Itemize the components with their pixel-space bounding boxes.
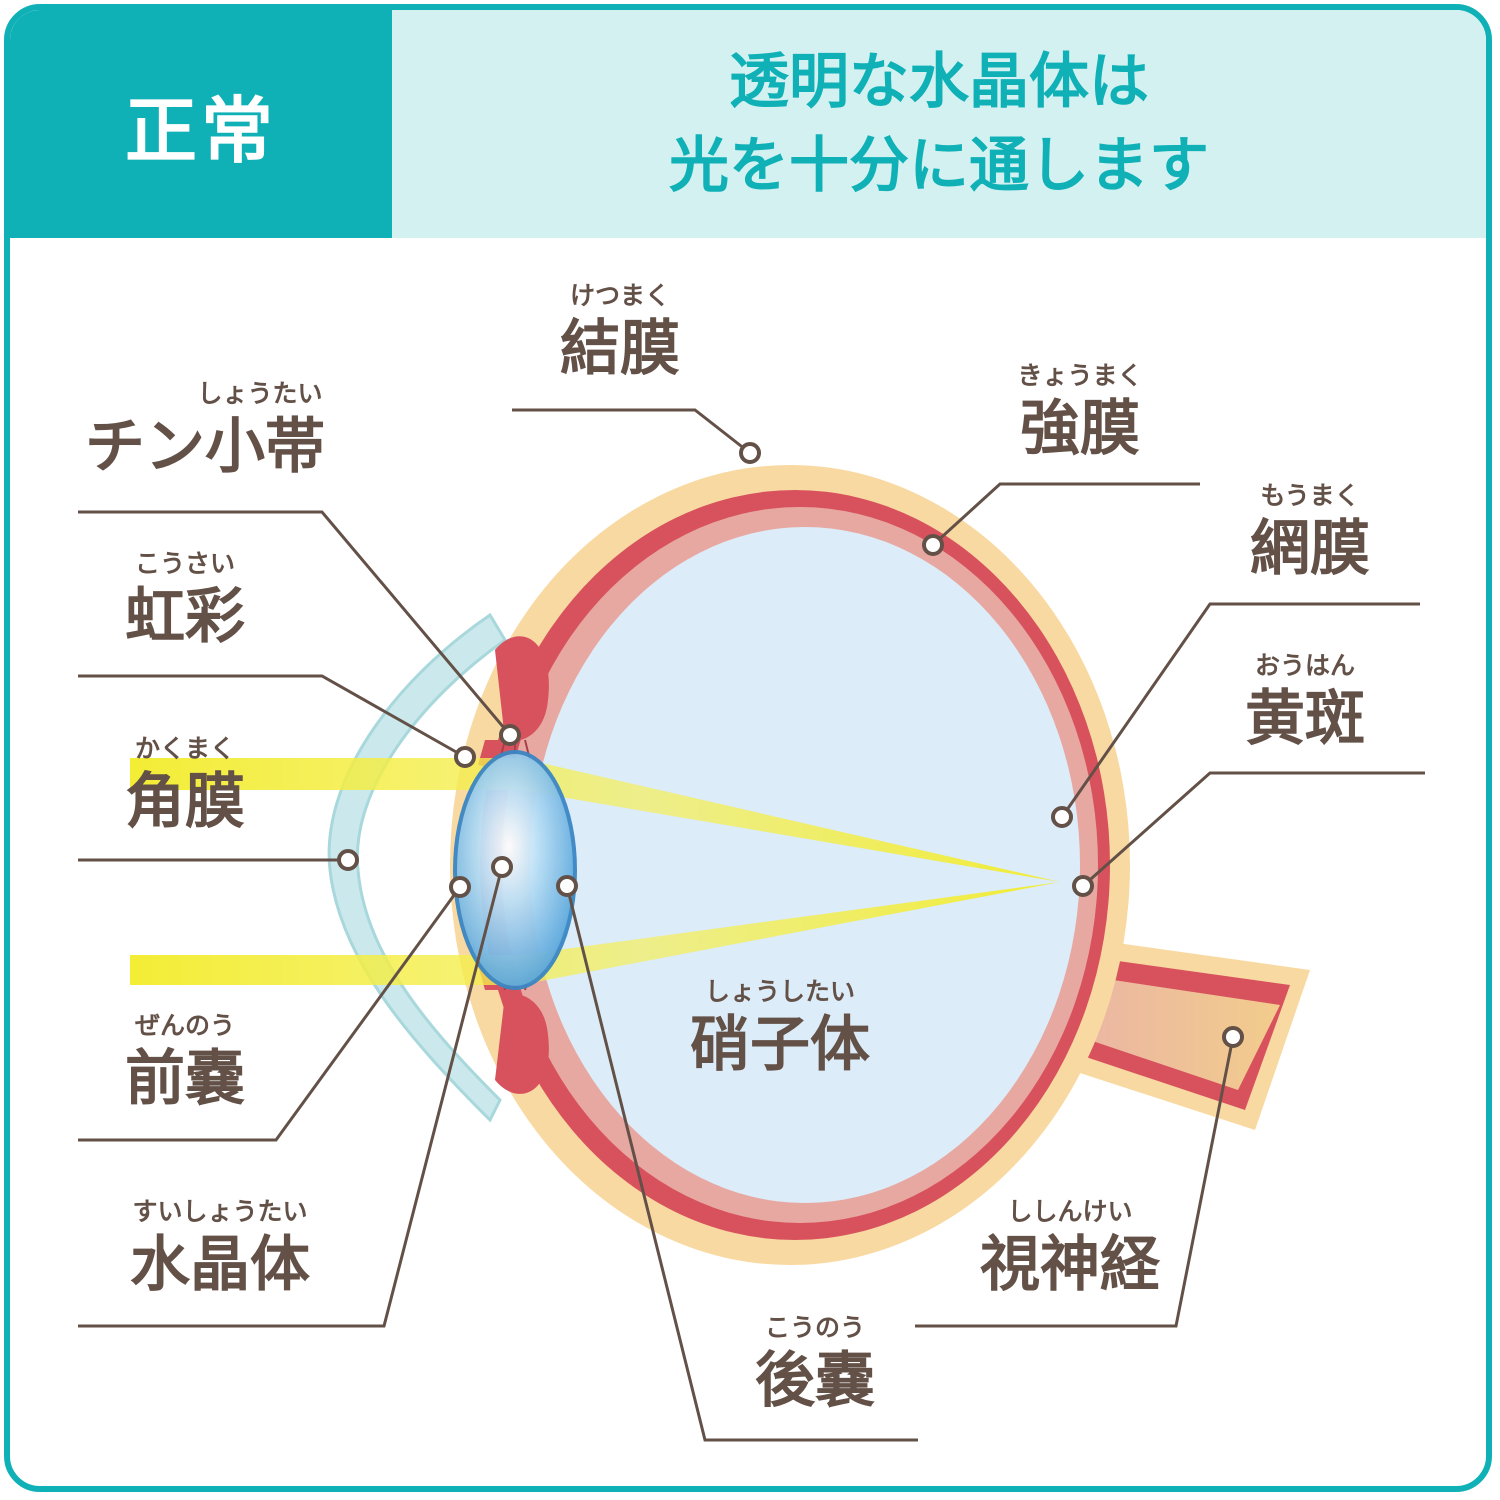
label-zinn-zonule: しょうたい チン小帯 xyxy=(60,378,350,484)
lens-shape xyxy=(455,752,575,988)
label-kakumaku: かくまく 角膜 xyxy=(100,733,270,839)
label-zennou: ぜんのう 前嚢 xyxy=(100,1010,270,1116)
label-kounou: こうのう 後嚢 xyxy=(730,1312,900,1418)
label-kousai: こうさい 虹彩 xyxy=(100,548,270,654)
label-shishinkei: ししんけい 視神経 xyxy=(950,1196,1190,1302)
label-moumaku: もうまく 網膜 xyxy=(1225,480,1395,586)
vitreous-body-shape xyxy=(530,527,1080,1203)
label-kyoumaku: きょうまく 強膜 xyxy=(995,360,1165,466)
label-shoushitai: しょうしたい 硝子体 xyxy=(660,976,900,1082)
label-ketsumaku: けつまく 結膜 xyxy=(535,280,705,386)
label-ouhan: おうはん 黄斑 xyxy=(1220,650,1390,756)
label-suishoutai: すいしょうたい 水晶体 xyxy=(100,1196,340,1302)
